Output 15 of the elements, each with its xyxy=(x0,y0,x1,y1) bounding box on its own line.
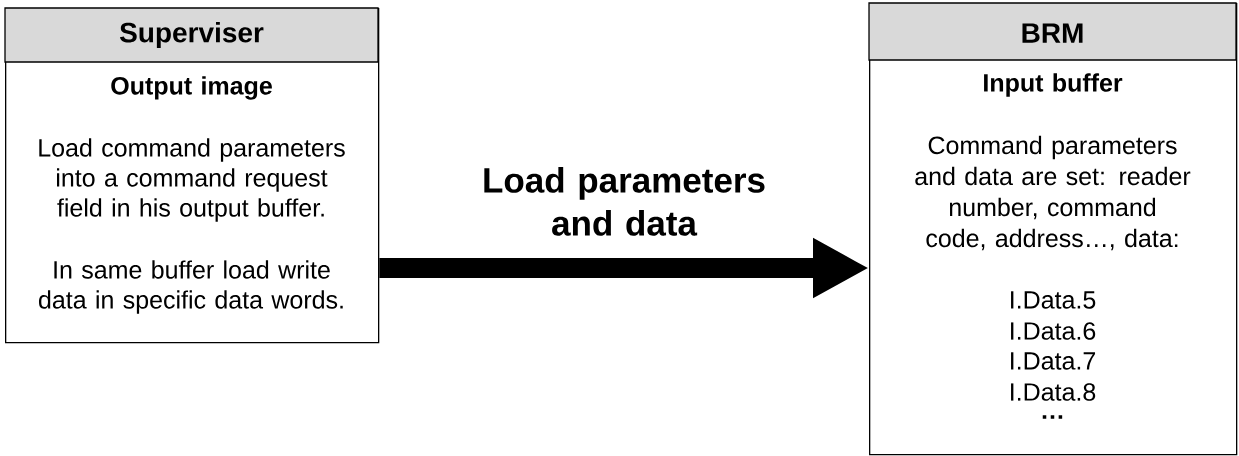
edge-label: Load parameters and data xyxy=(484,167,765,236)
data-word: I.Data.6 xyxy=(1011,322,1096,340)
section-title: Input buffer xyxy=(984,73,1123,97)
panel-heading: Superviser xyxy=(119,21,264,49)
panel xyxy=(868,2,1238,456)
data-word: I.Data.8 xyxy=(1011,383,1096,401)
data-word: I.Data.7 xyxy=(1011,352,1095,370)
description-text: In same buffer load write data in specific data words. xyxy=(39,260,343,314)
panel xyxy=(4,7,380,344)
description-text: Load command parameters into a command request field in his output buffer. xyxy=(39,138,345,222)
data-word: I.Data.5 xyxy=(1011,291,1096,309)
ellipsis: … xyxy=(1042,415,1063,419)
panel-heading: BRM xyxy=(1022,23,1083,43)
description-text: Command parameters and data are set: reader number, command code, address…, data: xyxy=(915,135,1191,251)
section-title: Output image xyxy=(111,76,272,100)
